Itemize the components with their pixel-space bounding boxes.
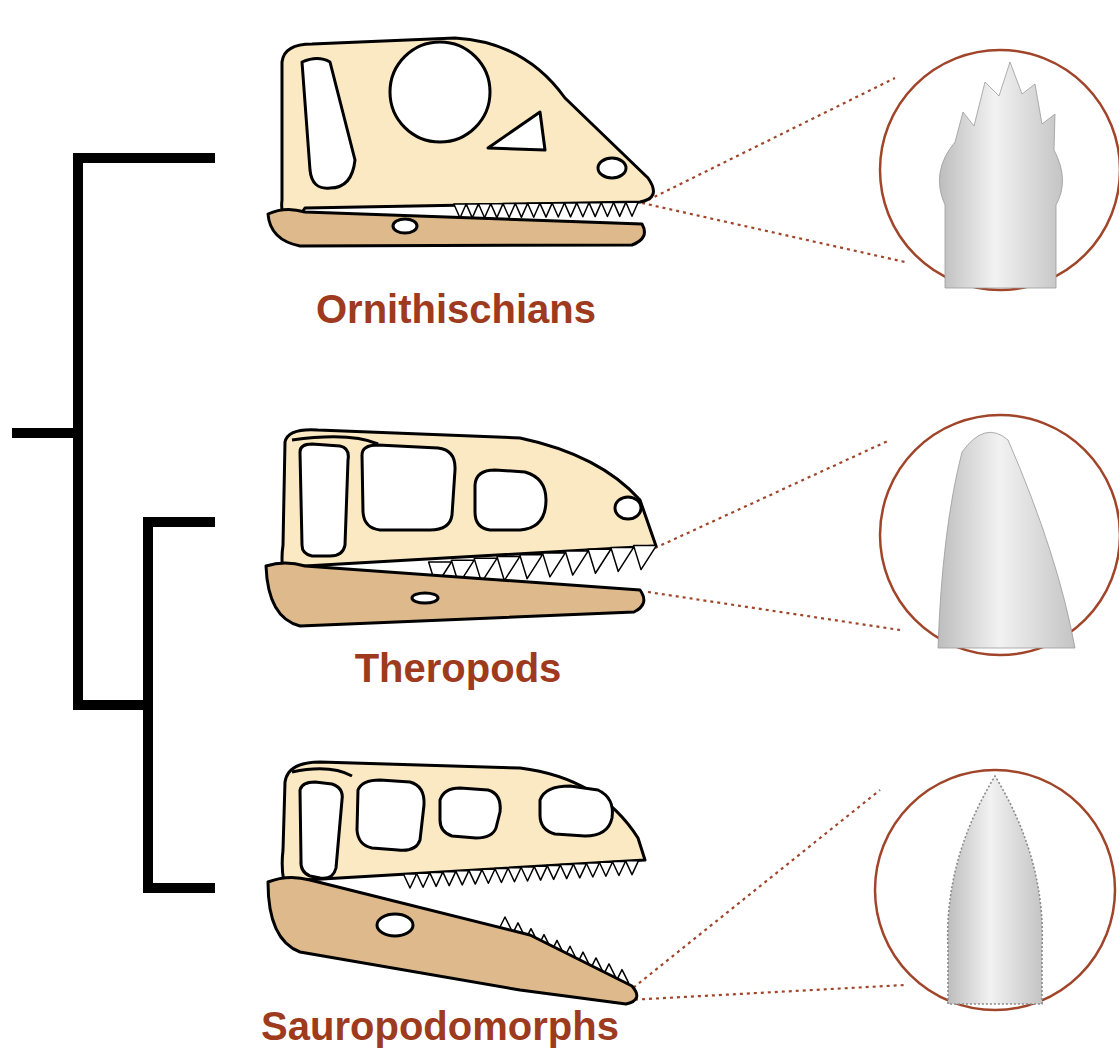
tooth	[612, 861, 625, 875]
tooth	[573, 864, 586, 878]
tooth	[430, 872, 443, 886]
cladogram-part	[73, 153, 83, 710]
cladogram-part	[73, 153, 215, 163]
ornithischian-skull-part	[454, 202, 638, 218]
leader-line-part	[642, 203, 905, 262]
tooth	[508, 868, 521, 882]
sauropodomorph-skull-part	[282, 762, 645, 894]
clade-label: Ornithischians	[316, 287, 596, 331]
sauropodomorph-skull-part	[268, 877, 637, 1004]
tooth	[520, 555, 543, 579]
tooth	[466, 204, 478, 218]
tooth-closeup-part	[939, 62, 1062, 288]
ornithischian-skull-part	[390, 42, 490, 142]
tooth	[497, 557, 520, 581]
tooth	[611, 547, 634, 571]
theropod-skull-part	[362, 445, 455, 530]
cladogram-part	[143, 883, 215, 893]
tooth-closeup-part	[875, 770, 1115, 1010]
sauropodomorph-skull	[268, 762, 645, 1004]
tooth	[543, 553, 566, 577]
tooth	[534, 866, 547, 880]
tooth	[417, 873, 430, 887]
theropod-skull-part	[475, 470, 546, 530]
tooth	[601, 203, 613, 217]
theropod-skull-part	[615, 497, 641, 519]
tooth	[614, 202, 626, 216]
sauropodomorph-skull-part	[540, 786, 612, 836]
tooth	[503, 204, 515, 218]
tooth	[443, 872, 456, 886]
ornithischian-skull	[268, 38, 653, 246]
leader-line	[628, 78, 905, 1000]
tooth	[565, 551, 588, 575]
ornithischian-skull-part	[393, 219, 417, 233]
sauropodomorph-skull-part	[377, 914, 413, 936]
tooth	[586, 863, 599, 877]
theropod-skull-part	[300, 444, 348, 556]
leader-line-part	[628, 985, 905, 1000]
sauropodomorph-skull-part	[292, 769, 352, 776]
cladogram-part	[143, 517, 153, 893]
leader-line-part	[655, 440, 890, 548]
leader-line-part	[648, 592, 900, 630]
tooth	[625, 861, 638, 875]
tooth	[403, 874, 416, 888]
tooth-closeup-part	[938, 432, 1075, 648]
ornithischian-skull-part	[282, 38, 654, 226]
clade-label: Sauropodomorphs	[261, 1004, 619, 1048]
tooth	[589, 203, 601, 217]
ornithischian-skull-part	[488, 112, 545, 150]
tooth-closeup-part	[880, 415, 1119, 655]
cladogram-part	[73, 700, 148, 710]
tooth	[491, 204, 503, 218]
ornithischian-skull-part	[598, 158, 626, 178]
leader-line-part	[628, 790, 880, 992]
theropod-skull-part	[412, 593, 438, 603]
cladogram-part	[12, 428, 78, 438]
tooth	[528, 203, 540, 217]
theropod-skull-part	[292, 437, 378, 444]
tooth	[599, 862, 612, 876]
tooth	[588, 549, 611, 573]
tooth	[469, 870, 482, 884]
tooth	[547, 865, 560, 879]
tooth	[515, 203, 527, 217]
tooth	[577, 203, 589, 217]
sauropodomorph-skull-part	[357, 780, 424, 850]
theropod-skull	[266, 430, 656, 626]
tooth	[564, 203, 576, 217]
tooth	[478, 204, 490, 218]
tooth	[482, 869, 495, 883]
tooth-closeup	[875, 50, 1119, 1010]
leader-line-part	[642, 78, 895, 203]
tooth	[540, 203, 552, 217]
tooth-closeup-part	[948, 776, 1043, 1004]
tooth	[456, 871, 469, 885]
cladogram-part	[143, 517, 215, 527]
tooth	[560, 865, 573, 879]
sauropodomorph-skull-part	[300, 782, 342, 878]
tooth	[552, 203, 564, 217]
theropod-skull-part	[282, 430, 656, 582]
ornithischian-skull-part	[302, 59, 355, 189]
cladogram	[12, 153, 215, 893]
tooth	[634, 546, 657, 570]
tooth-closeup-part	[880, 50, 1119, 290]
tooth	[521, 867, 534, 881]
sauropodomorph-skull-part	[403, 861, 638, 888]
clade-label: Theropods	[355, 646, 562, 690]
ornithischian-skull-part	[268, 209, 644, 246]
sauropodomorph-skull-part	[440, 788, 500, 838]
tooth	[495, 869, 508, 883]
tooth	[626, 202, 638, 216]
theropod-skull-part	[266, 563, 644, 626]
